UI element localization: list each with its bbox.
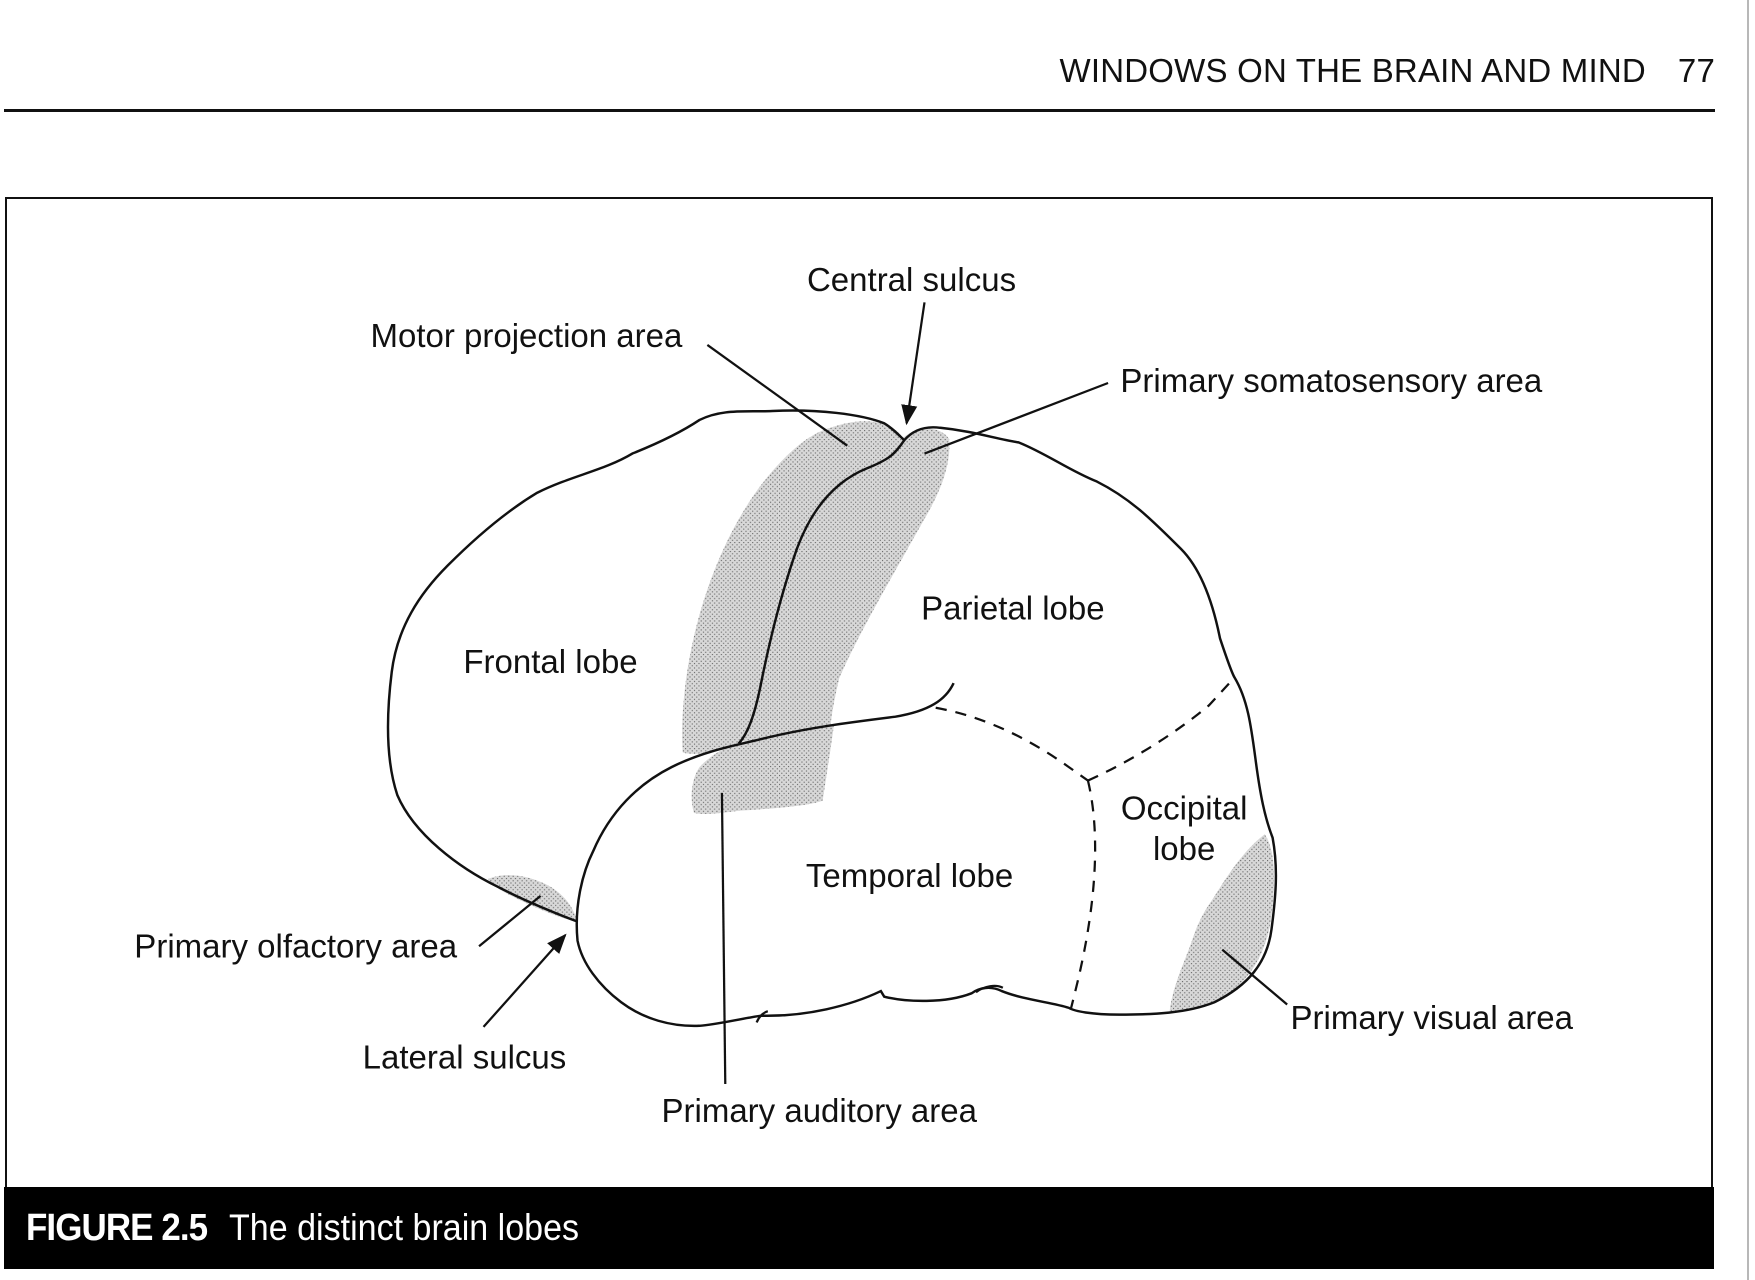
primary-visual-area-label: Primary visual area: [1291, 999, 1574, 1036]
figure-frame: [5, 197, 1713, 1187]
header-rule: [4, 109, 1715, 112]
page-edge: [1747, 0, 1749, 1280]
occipital-lobe-label-line2: lobe: [1153, 830, 1215, 867]
frontal-lobe-label: Frontal lobe: [463, 643, 637, 680]
parietal-lobe-label: Parietal lobe: [921, 589, 1104, 626]
auditory-leader: [720, 792, 727, 1085]
motor-projection-area-label: Motor projection area: [370, 317, 683, 354]
central-sulcus-label: Central sulcus: [807, 261, 1016, 298]
somatosensory-leader: [924, 381, 1109, 455]
figure-caption: FIGURE 2.5 The distinct brain lobes: [4, 1187, 1714, 1269]
lateral-sulcus-arrow: [482, 933, 567, 1028]
brain-outline: [386, 409, 1278, 1028]
central-sulcus-arrow: [901, 302, 926, 426]
lateral-sulcus-label: Lateral sulcus: [363, 1038, 567, 1075]
parietal-temporal-boundary: [935, 706, 1089, 782]
motor-projection-leader: [706, 344, 848, 447]
occipital-lobe-label-line1: Occipital: [1121, 790, 1248, 827]
primary-auditory-area-label: Primary auditory area: [661, 1092, 977, 1129]
primary-olfactory-area-label: Primary olfactory area: [134, 927, 457, 964]
somatosensory-shading: [742, 428, 950, 749]
motor-projection-shading: [682, 421, 903, 754]
temporal-occipital-boundary: [1070, 780, 1097, 1009]
visual-leader: [1221, 948, 1288, 1006]
temporal-lobe-label: Temporal lobe: [806, 857, 1013, 894]
central-sulcus-line: [737, 439, 906, 745]
parietal-occipital-boundary: [1087, 676, 1236, 782]
visual-shading: [1169, 834, 1275, 1012]
primary-somatosensory-area-label: Primary somatosensory area: [1120, 362, 1543, 399]
olfactory-leader: [478, 895, 542, 948]
bottom-ridge-1: [755, 1010, 769, 1023]
page-number: 77: [1677, 52, 1715, 89]
olfactory-shading: [487, 875, 578, 922]
running-head: WINDOWS ON THE BRAIN AND MIND 77: [1060, 52, 1716, 90]
figure-number: FIGURE 2.5: [26, 1206, 208, 1249]
figure-caption-text: The distinct brain lobes: [228, 1207, 579, 1248]
bottom-ridge-2: [975, 984, 1004, 994]
running-head-title: WINDOWS ON THE BRAIN AND MIND: [1059, 52, 1646, 89]
